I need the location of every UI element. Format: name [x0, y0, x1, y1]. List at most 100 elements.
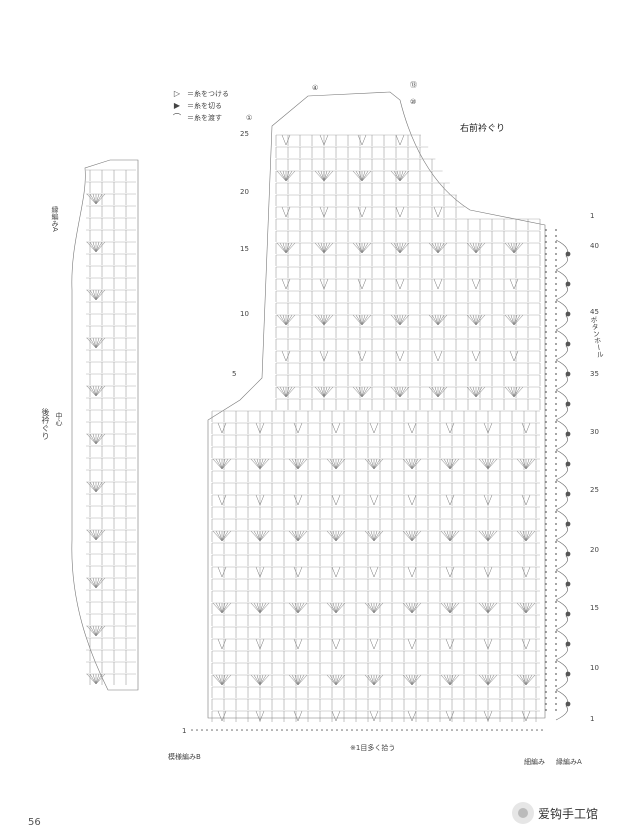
chain-stitch: [555, 259, 557, 261]
stitch-mark: [373, 602, 381, 614]
stitch-mark: [522, 458, 527, 470]
stitch-mark: [504, 314, 515, 326]
stitch-mark: [276, 242, 287, 254]
stitch-mark: [259, 530, 270, 542]
stitch-mark: [212, 458, 223, 470]
stitch-mark: [358, 386, 363, 398]
stitch-mark: [399, 242, 410, 254]
stitch-mark: [393, 170, 401, 182]
stitch-mark: [469, 386, 477, 398]
stitch-mark: [466, 242, 477, 254]
chain-stitch: [555, 343, 557, 345]
chain-stitch: [555, 397, 557, 399]
chain-stitch: [371, 729, 373, 731]
chain-stitch: [236, 729, 238, 731]
chain-stitch: [555, 541, 557, 543]
scallop-edge: [555, 569, 568, 601]
stitch-mark: [320, 386, 325, 398]
chain-stitch: [545, 547, 547, 549]
stitch-mark: [373, 674, 378, 686]
stitch-mark: [276, 170, 287, 182]
chain-stitch: [526, 729, 528, 731]
chain-stitch: [555, 697, 557, 699]
stitch-mark: [95, 433, 100, 445]
stitch-mark: [259, 674, 270, 686]
chain-stitch: [545, 379, 547, 381]
chain-stitch: [555, 403, 557, 405]
stitch-mark: [469, 314, 477, 326]
stitch-mark: [513, 314, 518, 326]
stitch-mark: [513, 242, 521, 254]
stitch-mark: [402, 530, 413, 542]
chain-stitch: [396, 729, 398, 731]
stitch-mark: [478, 602, 489, 614]
stitch-mark: [95, 385, 106, 397]
chain-stitch: [261, 729, 263, 731]
border-a-bottom-label: 縁編みA: [556, 758, 582, 766]
stitch-mark: [221, 458, 226, 470]
chain-stitch: [555, 295, 557, 297]
chain-stitch: [555, 679, 557, 681]
chain-stitch: [555, 565, 557, 567]
chain-stitch: [451, 729, 453, 731]
chain-stitch: [545, 229, 547, 231]
chain-stitch: [545, 433, 547, 435]
stitch-mark: [217, 494, 227, 506]
chain-stitch: [555, 391, 557, 393]
stitch-mark: [323, 170, 334, 182]
chain-stitch: [545, 511, 547, 513]
chain-stitch: [351, 729, 353, 731]
stitch-mark: [89, 433, 97, 445]
chain-stitch: [555, 283, 557, 285]
chain-stitch: [356, 729, 358, 731]
stitch-mark: [411, 674, 416, 686]
stitch-mark: [373, 458, 378, 470]
stitch-mark: [317, 314, 325, 326]
stitch-mark: [297, 530, 305, 542]
chain-stitch: [545, 307, 547, 309]
stitch-mark: [218, 530, 223, 542]
stitch-mark: [352, 314, 363, 326]
bobble-stitch: [565, 581, 571, 587]
stitch-mark: [428, 314, 439, 326]
pick-up-note: ※1目多く拾う: [350, 744, 396, 752]
stitch-mark: [293, 710, 303, 722]
chain-stitch: [555, 451, 557, 453]
chain-stitch: [516, 729, 518, 731]
stitch-mark: [513, 314, 524, 326]
chain-stitch: [466, 729, 468, 731]
stitch-mark: [215, 602, 223, 614]
stitch-mark: [364, 530, 375, 542]
stitch-mark: [437, 314, 448, 326]
stitch-mark: [314, 170, 325, 182]
chain-stitch: [545, 475, 547, 477]
stitch-mark: [408, 602, 413, 614]
stitch-mark: [92, 433, 97, 445]
stitch-mark: [361, 386, 366, 398]
stitch-mark: [487, 458, 492, 470]
scallop-edge: [555, 629, 568, 661]
chain-stitch: [386, 729, 388, 731]
stitch-mark: [355, 386, 363, 398]
stitch-mark: [95, 481, 106, 493]
chain-stitch: [361, 729, 363, 731]
stitch-mark: [259, 458, 270, 470]
stitch-mark: [396, 386, 401, 398]
bobble-stitch: [565, 491, 571, 497]
row-marker: 20: [590, 546, 599, 554]
stitch-mark: [86, 241, 97, 253]
chain-stitch: [545, 301, 547, 303]
stitch-mark: [319, 134, 329, 146]
stitch-mark: [89, 625, 97, 637]
chain-stitch: [555, 601, 557, 603]
stitch-mark: [516, 602, 527, 614]
stitch-mark: [431, 242, 439, 254]
stitch-mark: [396, 314, 401, 326]
stitch-mark: [472, 314, 477, 326]
stitch-mark: [221, 674, 226, 686]
chain-stitch: [555, 427, 557, 429]
stitch-mark: [92, 241, 97, 253]
stitch-mark: [95, 529, 106, 541]
stitch-mark: [95, 481, 103, 493]
stitch-mark: [519, 674, 527, 686]
